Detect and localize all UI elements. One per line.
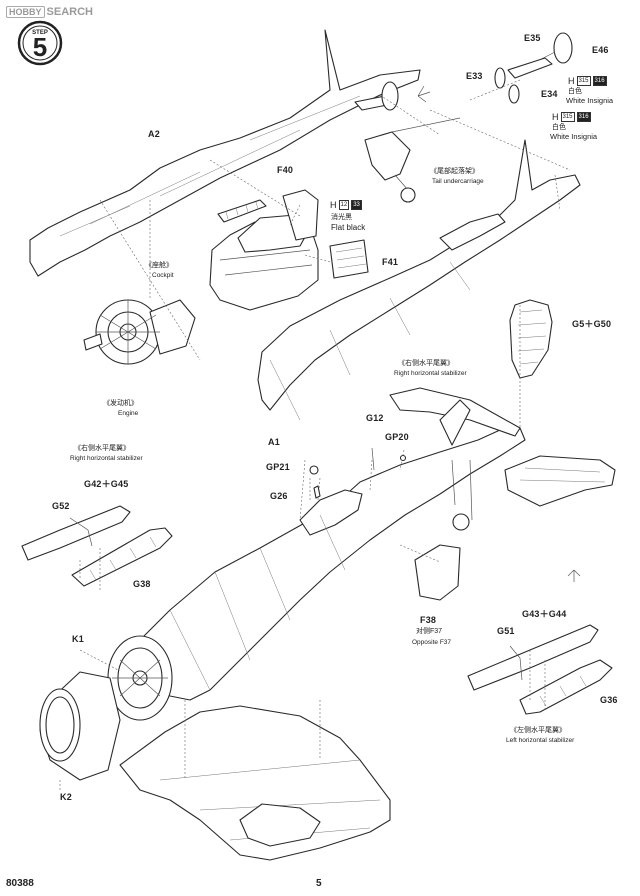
part-g52: G52 — [52, 501, 70, 511]
paint-white-2-cn: 白色 — [552, 124, 566, 131]
cockpit-label-en: Cockpit — [152, 272, 174, 279]
opposite-f37-cn: 对侧F37 — [416, 628, 443, 635]
part-g5-g50: G5＋G50 — [572, 319, 612, 329]
part-e34: E34 — [541, 89, 558, 99]
part-f40: F40 — [277, 165, 294, 175]
part-k2: K2 — [60, 792, 72, 802]
left-stab-en: Left horizontal stabilizer — [506, 737, 575, 744]
paint-code: 316 — [576, 112, 591, 122]
tail-label-en: Tail undercarriage — [432, 178, 484, 185]
part-k1: K1 — [72, 634, 84, 644]
wing-lower — [119, 705, 391, 861]
step-number: 5 — [33, 32, 47, 62]
fuselage-half-a2 — [29, 29, 421, 277]
paint-prefix: H — [330, 200, 337, 210]
watermark-logo: HOBBY — [6, 6, 45, 18]
paint-white-2: H 315 316 — [552, 112, 591, 122]
door-f38 — [414, 544, 461, 601]
paint-code: 33 — [351, 200, 362, 210]
part-g42-g45: G42＋G45 — [84, 479, 129, 489]
right-stab-top-en: Right horizontal stabilizer — [394, 370, 467, 377]
part-f41: F41 — [382, 257, 399, 267]
paint-white-1: H 315 316 — [568, 76, 607, 86]
part-g43-g44: G43＋G44 — [522, 609, 567, 619]
cowling-k1 — [107, 635, 173, 721]
footer-page-number: 5 — [316, 878, 322, 889]
paint-white-2-en: White Insignia — [550, 132, 598, 141]
opposite-f37-en: Opposite F37 — [412, 639, 452, 646]
engine-drawing — [83, 299, 196, 365]
paint-code: 315 — [560, 112, 575, 122]
tail-undercarriage-drawing — [354, 81, 461, 203]
paint-white-1-cn: 白色 — [568, 88, 582, 95]
step-label: STEP — [32, 30, 48, 36]
part-g26: G26 — [270, 491, 288, 501]
stabilizer-left-assembly — [467, 624, 613, 715]
footer-product-code: 80388 — [6, 878, 34, 889]
left-stab-cn: 《左侧水平尾翼》 — [510, 727, 566, 734]
watermark-text: SEARCH — [46, 6, 93, 18]
paint-prefix: H — [552, 112, 559, 122]
step-badge: 5 STEP — [17, 20, 63, 66]
panel-f40 — [217, 199, 267, 223]
paint-flat-black: H 12 33 — [330, 200, 362, 210]
part-g12: G12 — [366, 413, 384, 423]
tail-label-cn: 《尾部起落架》 — [430, 168, 479, 175]
engine-label-cn: 《发动机》 — [103, 400, 138, 407]
part-a2: A2 — [148, 129, 160, 139]
right-stab-top-cn: 《右侧水平尾翼》 — [398, 360, 454, 367]
paint-white-1-en: White Insignia — [566, 96, 614, 105]
panel-f41 — [329, 239, 369, 279]
paint-code: 316 — [592, 76, 607, 86]
paint-code: 12 — [338, 200, 350, 210]
paint-prefix: H — [568, 76, 575, 86]
right-stab-left-en: Right horizontal stabilizer — [70, 455, 143, 462]
part-gp20: GP20 — [385, 432, 409, 442]
right-stab-left-cn: 《右侧水平尾翼》 — [74, 445, 130, 452]
engine-label-en: Engine — [118, 410, 139, 417]
part-g36: G36 — [600, 695, 618, 705]
stabilizer-right-assembly — [21, 505, 173, 587]
paint-code: 315 — [576, 76, 591, 86]
paint-flat-black-cn: 消光黑 — [331, 214, 352, 221]
part-e46: E46 — [592, 45, 609, 55]
rudder-g5-g50 — [509, 299, 553, 379]
paint-flat-black-en: Flat black — [331, 223, 366, 232]
part-gp21: GP21 — [266, 462, 290, 472]
part-g38: G38 — [133, 579, 151, 589]
part-f38: F38 — [420, 615, 437, 625]
part-g51: G51 — [497, 626, 515, 636]
main-fuselage — [129, 427, 526, 701]
cowl-ring-k2 — [39, 671, 121, 781]
tail-wheel-parts — [494, 32, 573, 104]
fuselage-half-a1 — [257, 139, 581, 411]
part-e35: E35 — [524, 33, 541, 43]
cockpit-label-cn: 《座舱》 — [145, 262, 173, 269]
part-e33: E33 — [466, 71, 483, 81]
watermark: HOBBY SEARCH — [6, 6, 93, 18]
part-a1: A1 — [268, 437, 280, 447]
